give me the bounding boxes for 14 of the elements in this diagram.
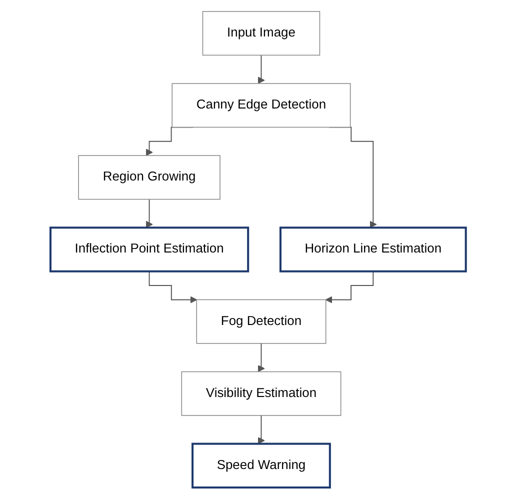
node-box: Canny Edge Detection [172, 83, 351, 128]
node-box: Region Growing [78, 155, 220, 200]
arrow [258, 414, 265, 444]
arrow [258, 54, 265, 84]
arrow [148, 270, 197, 304]
node-box: Inflection Point Estimation [49, 226, 249, 272]
node-box: Visibility Estimation [181, 371, 342, 416]
node-box: Horizon Line Estimation [279, 226, 467, 272]
node-box: Input Image [202, 11, 320, 56]
arrow [258, 342, 265, 372]
arrow [325, 270, 374, 304]
node-box: Fog Detection [196, 299, 326, 344]
node-box: Speed Warning [191, 442, 331, 489]
arrow [146, 198, 153, 228]
